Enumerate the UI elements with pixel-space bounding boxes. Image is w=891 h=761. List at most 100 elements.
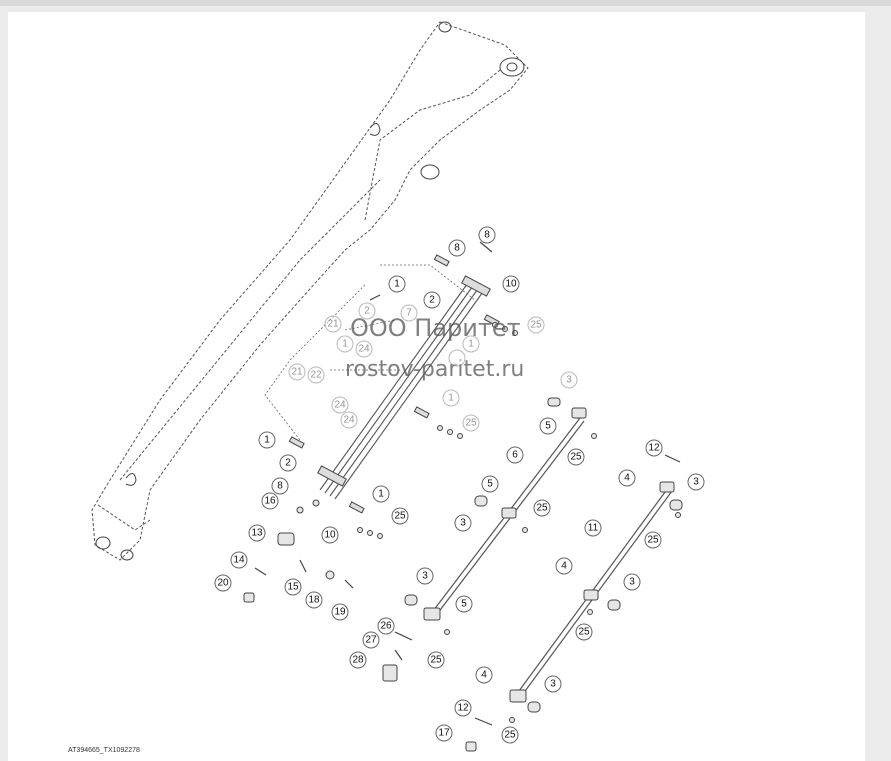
- diagram-sheet: [8, 12, 865, 761]
- callout-circle: [454, 699, 472, 717]
- callout-label: 25: [570, 452, 582, 463]
- callout-12: 12: [454, 699, 472, 717]
- callout-label: 8: [277, 481, 283, 492]
- callout-15: 15: [284, 578, 302, 596]
- bolts: [254, 241, 681, 726]
- callout-label: 25: [647, 535, 659, 546]
- callout-circle: [645, 439, 663, 457]
- callout-circle: [362, 631, 380, 649]
- callout-3: 3: [560, 371, 578, 389]
- callout-13: 13: [248, 524, 266, 542]
- callout-circle: [475, 666, 493, 684]
- callout-9: [448, 349, 466, 367]
- callout-27: 27: [362, 631, 380, 649]
- callout-24: 24: [331, 396, 349, 414]
- callout-circle: [355, 340, 373, 358]
- callout-circle: [618, 469, 636, 487]
- callout-24: 24: [340, 411, 358, 429]
- callout-2: 2: [423, 291, 441, 309]
- callout-3: 3: [416, 567, 434, 585]
- callout-circle: [331, 396, 349, 414]
- boom-outline: [91, 21, 529, 561]
- callout-circle: [423, 291, 441, 309]
- callout-20: 20: [214, 574, 232, 592]
- callout-label: 25: [578, 627, 590, 638]
- callout-21: 21: [324, 315, 342, 333]
- clamps: [288, 254, 500, 514]
- callout-label: 3: [566, 375, 572, 386]
- callout-label: 20: [217, 578, 229, 589]
- callout-circle: [248, 524, 266, 542]
- callout-label: 25: [394, 511, 406, 522]
- callout-circle: [462, 414, 480, 432]
- leader-lines: [264, 264, 476, 441]
- top-scrollbar-strip: [0, 0, 891, 6]
- callout-label: 8: [484, 230, 490, 241]
- callout-7: 7: [400, 304, 418, 322]
- boom-details: [95, 21, 525, 561]
- callout-circle: [391, 507, 409, 525]
- callout-circle: [435, 724, 453, 742]
- callout-label: 17: [438, 728, 450, 739]
- upper-hose-bundle: [319, 279, 486, 500]
- callout-circle: [230, 551, 248, 569]
- callout-26: 26: [377, 617, 395, 635]
- callout-1: 1: [336, 335, 354, 353]
- callout-25: 25: [533, 499, 551, 517]
- callout-circle: [372, 485, 390, 503]
- callout-24: 24: [355, 340, 373, 358]
- callout-circle: [258, 431, 276, 449]
- callout-1: 1: [388, 275, 406, 293]
- callout-circle: [455, 595, 473, 613]
- callout-label: 1: [342, 339, 348, 350]
- callout-16: 16: [261, 492, 279, 510]
- callout-circle: [400, 304, 418, 322]
- callout-8: 8: [478, 226, 496, 244]
- callout-circle: [644, 531, 662, 549]
- callout-circle: [584, 519, 602, 537]
- callout-6: 6: [506, 446, 524, 464]
- callout-label: 4: [561, 561, 567, 572]
- callout-4: 4: [475, 666, 493, 684]
- callout-4: 4: [618, 469, 636, 487]
- callout-circle: [427, 651, 445, 669]
- callout-25: 25: [462, 414, 480, 432]
- callout-25: 25: [427, 651, 445, 669]
- callout-circle: [324, 315, 342, 333]
- callout-circle: [214, 574, 232, 592]
- callout-circle: [261, 492, 279, 510]
- callout-label: 12: [648, 443, 660, 454]
- callout-5: 5: [455, 595, 473, 613]
- callout-circle: [279, 454, 297, 472]
- callout-25: 25: [575, 623, 593, 641]
- callout-label: 24: [358, 344, 370, 355]
- callout-25: 25: [527, 316, 545, 334]
- callout-label: 8: [454, 243, 460, 254]
- callout-label: 26: [380, 621, 392, 632]
- callout-1: 1: [462, 335, 480, 353]
- callout-label: 21: [291, 367, 303, 378]
- callout-19: 19: [331, 603, 349, 621]
- callout-25: 25: [644, 531, 662, 549]
- callout-label: 25: [504, 730, 516, 741]
- callout-circle: [454, 514, 472, 532]
- callout-10: 10: [321, 526, 339, 544]
- callout-label: 7: [406, 308, 412, 319]
- callout-8: 8: [271, 477, 289, 495]
- callout-3: 3: [687, 473, 705, 491]
- callout-14: 14: [230, 551, 248, 569]
- callout-4: 4: [555, 557, 573, 575]
- callout-circle: [305, 591, 323, 609]
- callout-circle: [501, 726, 519, 744]
- callout-circle: [288, 363, 306, 381]
- callout-label: 1: [394, 279, 400, 290]
- callout-circle: [358, 302, 376, 320]
- callout-circle: [481, 475, 499, 493]
- callout-circle: [506, 446, 524, 464]
- callout-1: 1: [258, 431, 276, 449]
- callout-label: 3: [550, 679, 556, 690]
- callout-label: 10: [505, 279, 517, 290]
- callout-8: 8: [448, 239, 466, 257]
- callout-circle: [377, 617, 395, 635]
